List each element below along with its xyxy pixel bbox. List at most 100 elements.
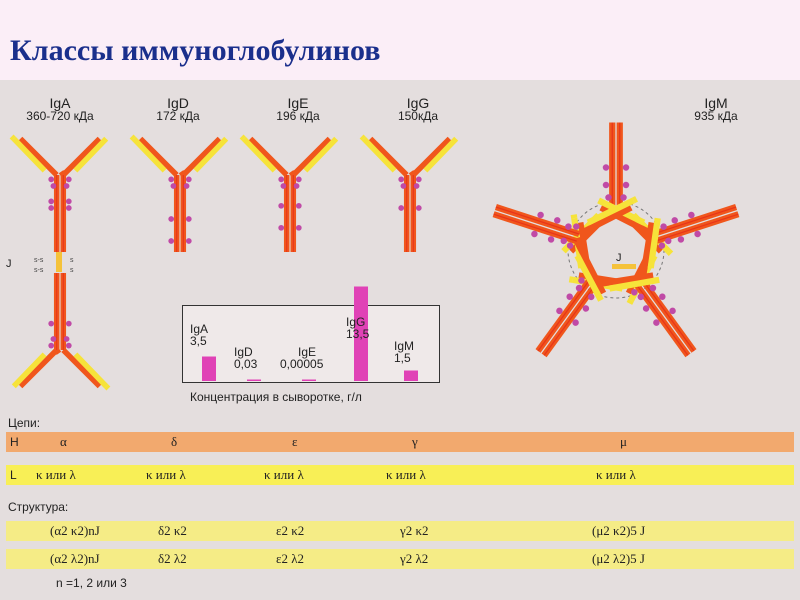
heavy-chain — [595, 272, 654, 288]
carbohydrate-dot — [65, 320, 72, 327]
structure-lambda-igm: (μ2 λ2)5 J — [592, 551, 645, 566]
carbohydrate-dot — [622, 181, 630, 189]
light-chain — [359, 134, 366, 141]
light-chain — [666, 249, 674, 256]
antibody-iga-bottom — [11, 272, 111, 391]
carbohydrate-dot — [578, 277, 585, 284]
heavy-chain — [138, 136, 179, 177]
light-chain — [129, 134, 136, 141]
heavy-chain — [248, 136, 289, 177]
concentration-bar-iga — [202, 356, 216, 381]
carbohydrate-dot — [565, 223, 572, 230]
class-label-iga: IgA 360-720 кДа — [26, 95, 94, 123]
heavy-chain — [639, 222, 655, 281]
heavy-chain — [574, 239, 607, 295]
heavy-chain — [368, 136, 409, 177]
light-chain — [361, 136, 397, 173]
carbohydrate-dot — [587, 293, 595, 301]
light-chain — [631, 196, 638, 204]
structure-note: n =1, 2 или 3 — [56, 576, 127, 590]
carbohydrate-dot — [413, 183, 420, 189]
carbohydrate-dot — [278, 224, 285, 231]
carbohydrate-dot — [572, 319, 579, 326]
carbohydrate-dot — [295, 202, 302, 209]
carbohydrate-dot — [50, 336, 57, 342]
j-chain-label-iga: J — [6, 258, 12, 270]
carbohydrate-dot — [677, 236, 685, 243]
carbohydrate-dot — [620, 194, 627, 201]
carbohydrate-dot — [560, 237, 568, 245]
light-chain-igm: κ или λ — [596, 467, 636, 482]
carbohydrate-dot — [688, 211, 695, 219]
structure-kappa-row: (α2 κ2)nJ δ2 κ2 ε2 κ2 γ2 κ2 (μ2 κ2)5 J — [6, 521, 794, 541]
class-label-ige: IgE 196 кДа — [276, 95, 320, 123]
bond-label-1: s-s — [34, 257, 44, 264]
light-chain — [11, 136, 47, 173]
bond-label-4: s — [70, 267, 74, 274]
carbohydrate-dot — [168, 176, 175, 183]
j-chain-iga — [56, 252, 62, 272]
light-chain — [11, 352, 47, 389]
light-chain-igd: κ или λ — [146, 467, 186, 482]
light-chain — [626, 298, 634, 305]
carbohydrate-dot — [556, 307, 563, 315]
carbohydrate-dot — [278, 202, 285, 209]
heavy-chain-ige: ε — [292, 434, 298, 449]
carbohydrate-dot — [65, 205, 72, 211]
carbohydrate-dot — [48, 198, 55, 205]
carbohydrate-dot — [65, 342, 72, 349]
carbohydrate-dot — [295, 176, 302, 183]
concentration-chart-box — [182, 305, 440, 383]
carbohydrate-dot — [48, 176, 55, 183]
concentration-chart — [202, 286, 418, 381]
antibody-ige — [239, 134, 339, 253]
light-chain — [241, 136, 277, 173]
class-label-igd: IgD 172 кДа — [156, 95, 200, 123]
light-chain — [239, 134, 246, 141]
carbohydrate-dot — [168, 238, 175, 244]
structure-kappa-igd: δ2 κ2 — [158, 523, 187, 538]
carbohydrate-dot — [293, 183, 300, 189]
carbohydrate-dot — [65, 176, 72, 183]
carbohydrate-dot — [642, 305, 650, 312]
carbohydrate-dot — [664, 237, 672, 245]
heavy-chain-row: H α δ ε γ μ — [6, 432, 794, 452]
carbohydrate-dot — [694, 230, 701, 238]
light-chain — [647, 217, 661, 269]
heavy-chain — [577, 204, 633, 237]
structure-kappa-ige: ε2 κ2 — [276, 523, 305, 538]
light-chain — [73, 352, 109, 389]
carbohydrate-dot — [602, 164, 610, 171]
concentration-caption: Концентрация в сыворотке, г/л — [190, 390, 362, 404]
carbohydrate-dot — [48, 342, 55, 349]
light-chain — [104, 384, 111, 391]
carbohydrate-dot — [278, 176, 285, 183]
carbohydrate-dot — [48, 320, 55, 327]
light-chain — [586, 197, 635, 226]
structure-lambda-row: (α2 λ2)nJ δ2 λ2 ε2 λ2 γ2 λ2 (μ2 λ2)5 J — [6, 549, 794, 569]
antibody-igd — [129, 134, 229, 253]
bond-label-2: s-s — [34, 267, 44, 274]
light-chain — [73, 136, 109, 173]
carbohydrate-dot — [554, 217, 561, 224]
heavy-chain-key: H — [10, 435, 19, 449]
carbohydrate-dot — [658, 242, 666, 249]
heavy-chain-igm: μ — [620, 434, 627, 449]
concentration-bar-igd — [247, 379, 261, 381]
structure-lambda-igd: δ2 λ2 — [158, 551, 187, 566]
carbohydrate-dot — [660, 223, 667, 230]
heavy-chain — [181, 136, 222, 177]
class-label-igm: IgM 935 кДа — [694, 95, 738, 123]
carbohydrate-dot — [622, 164, 630, 171]
light-chain — [568, 276, 574, 283]
light-chain — [131, 136, 167, 173]
carbohydrate-dot — [415, 176, 422, 183]
structure-lambda-ige: ε2 λ2 — [276, 551, 305, 566]
heavy-chain — [61, 348, 102, 389]
carbohydrate-dot — [566, 293, 573, 300]
light-chain-row: L κ или λ κ или λ κ или λ κ или λ κ или … — [6, 465, 794, 485]
heavy-chain — [18, 136, 59, 177]
carbohydrate-dot — [671, 217, 678, 224]
